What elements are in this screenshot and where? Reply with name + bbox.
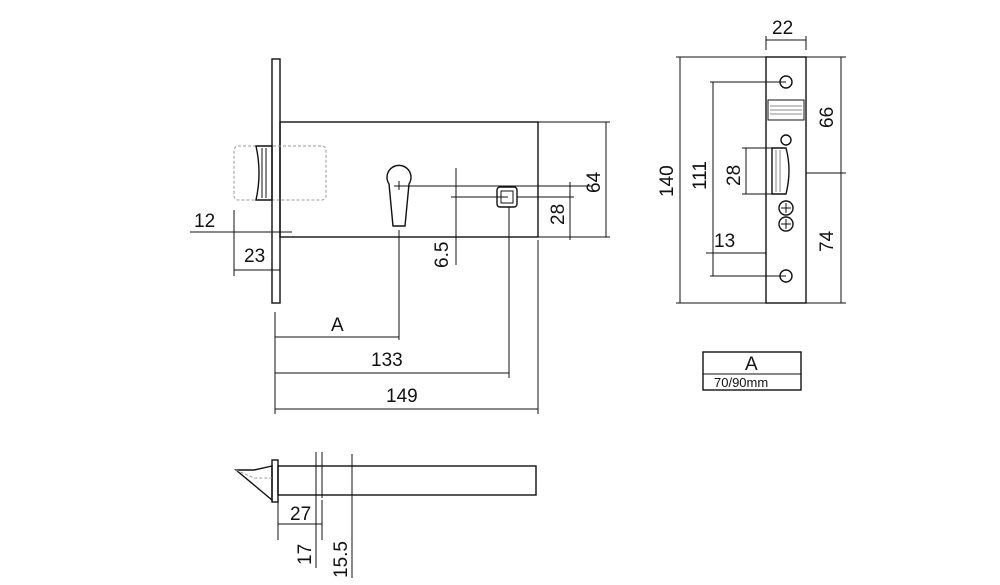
dim-140-label: 140 bbox=[657, 165, 678, 197]
strike-label-plate bbox=[767, 99, 805, 121]
strike-latch-pocket bbox=[771, 147, 790, 195]
faceplate-top bbox=[271, 459, 279, 503]
backset-table: A 70/90mm bbox=[702, 351, 802, 391]
dim-28-64: 28 64 bbox=[517, 121, 610, 240]
dim-12-label: 12 bbox=[194, 211, 215, 232]
dim-149-label: 149 bbox=[386, 386, 418, 407]
lock-case bbox=[279, 121, 539, 238]
latch-bolt bbox=[255, 145, 273, 201]
dim-backset-group: A 133 149 bbox=[274, 207, 539, 414]
latch-bolt-top bbox=[234, 465, 273, 502]
dim-28-label: 28 bbox=[548, 204, 569, 225]
dim-15-5-label: 15.5 bbox=[331, 541, 352, 578]
dim-27-label: 27 bbox=[290, 504, 311, 525]
dim-28-strike-label: 28 bbox=[724, 165, 745, 186]
lock-body-front-view bbox=[233, 58, 592, 304]
backset-table-value: 70/90mm bbox=[714, 375, 768, 390]
dim-22-label: 22 bbox=[772, 18, 793, 39]
dim-6-5-label: 6.5 bbox=[432, 242, 453, 268]
strike-center-screws bbox=[778, 200, 794, 232]
dim-bottom-group: 27 17 15.5 bbox=[277, 498, 353, 578]
dim-12-23: 12 23 bbox=[190, 210, 292, 276]
cylinder-hole bbox=[386, 164, 412, 227]
dim-64-label: 64 bbox=[584, 171, 605, 193]
dim-66-label: 66 bbox=[817, 107, 838, 128]
backset-table-header: A bbox=[745, 354, 758, 375]
lock-top-view bbox=[234, 452, 537, 503]
lock-case-top bbox=[277, 465, 537, 496]
dim-23-label: 23 bbox=[244, 246, 265, 267]
dim-133-label: 133 bbox=[371, 350, 403, 371]
dim-111-label: 111 bbox=[690, 161, 711, 190]
dim-13-label: 13 bbox=[714, 231, 735, 252]
strike-plate bbox=[765, 56, 807, 304]
dim-74-label: 74 bbox=[817, 230, 838, 252]
dim-strike-group: 22 140 111 28 13 66 74 bbox=[657, 18, 846, 304]
dim-17-label: 17 bbox=[295, 544, 316, 565]
latch-bolt-outline bbox=[233, 145, 327, 201]
dim-6-5: 6.5 bbox=[432, 168, 457, 268]
faceplate bbox=[271, 58, 281, 304]
dim-A-label: A bbox=[331, 315, 344, 336]
